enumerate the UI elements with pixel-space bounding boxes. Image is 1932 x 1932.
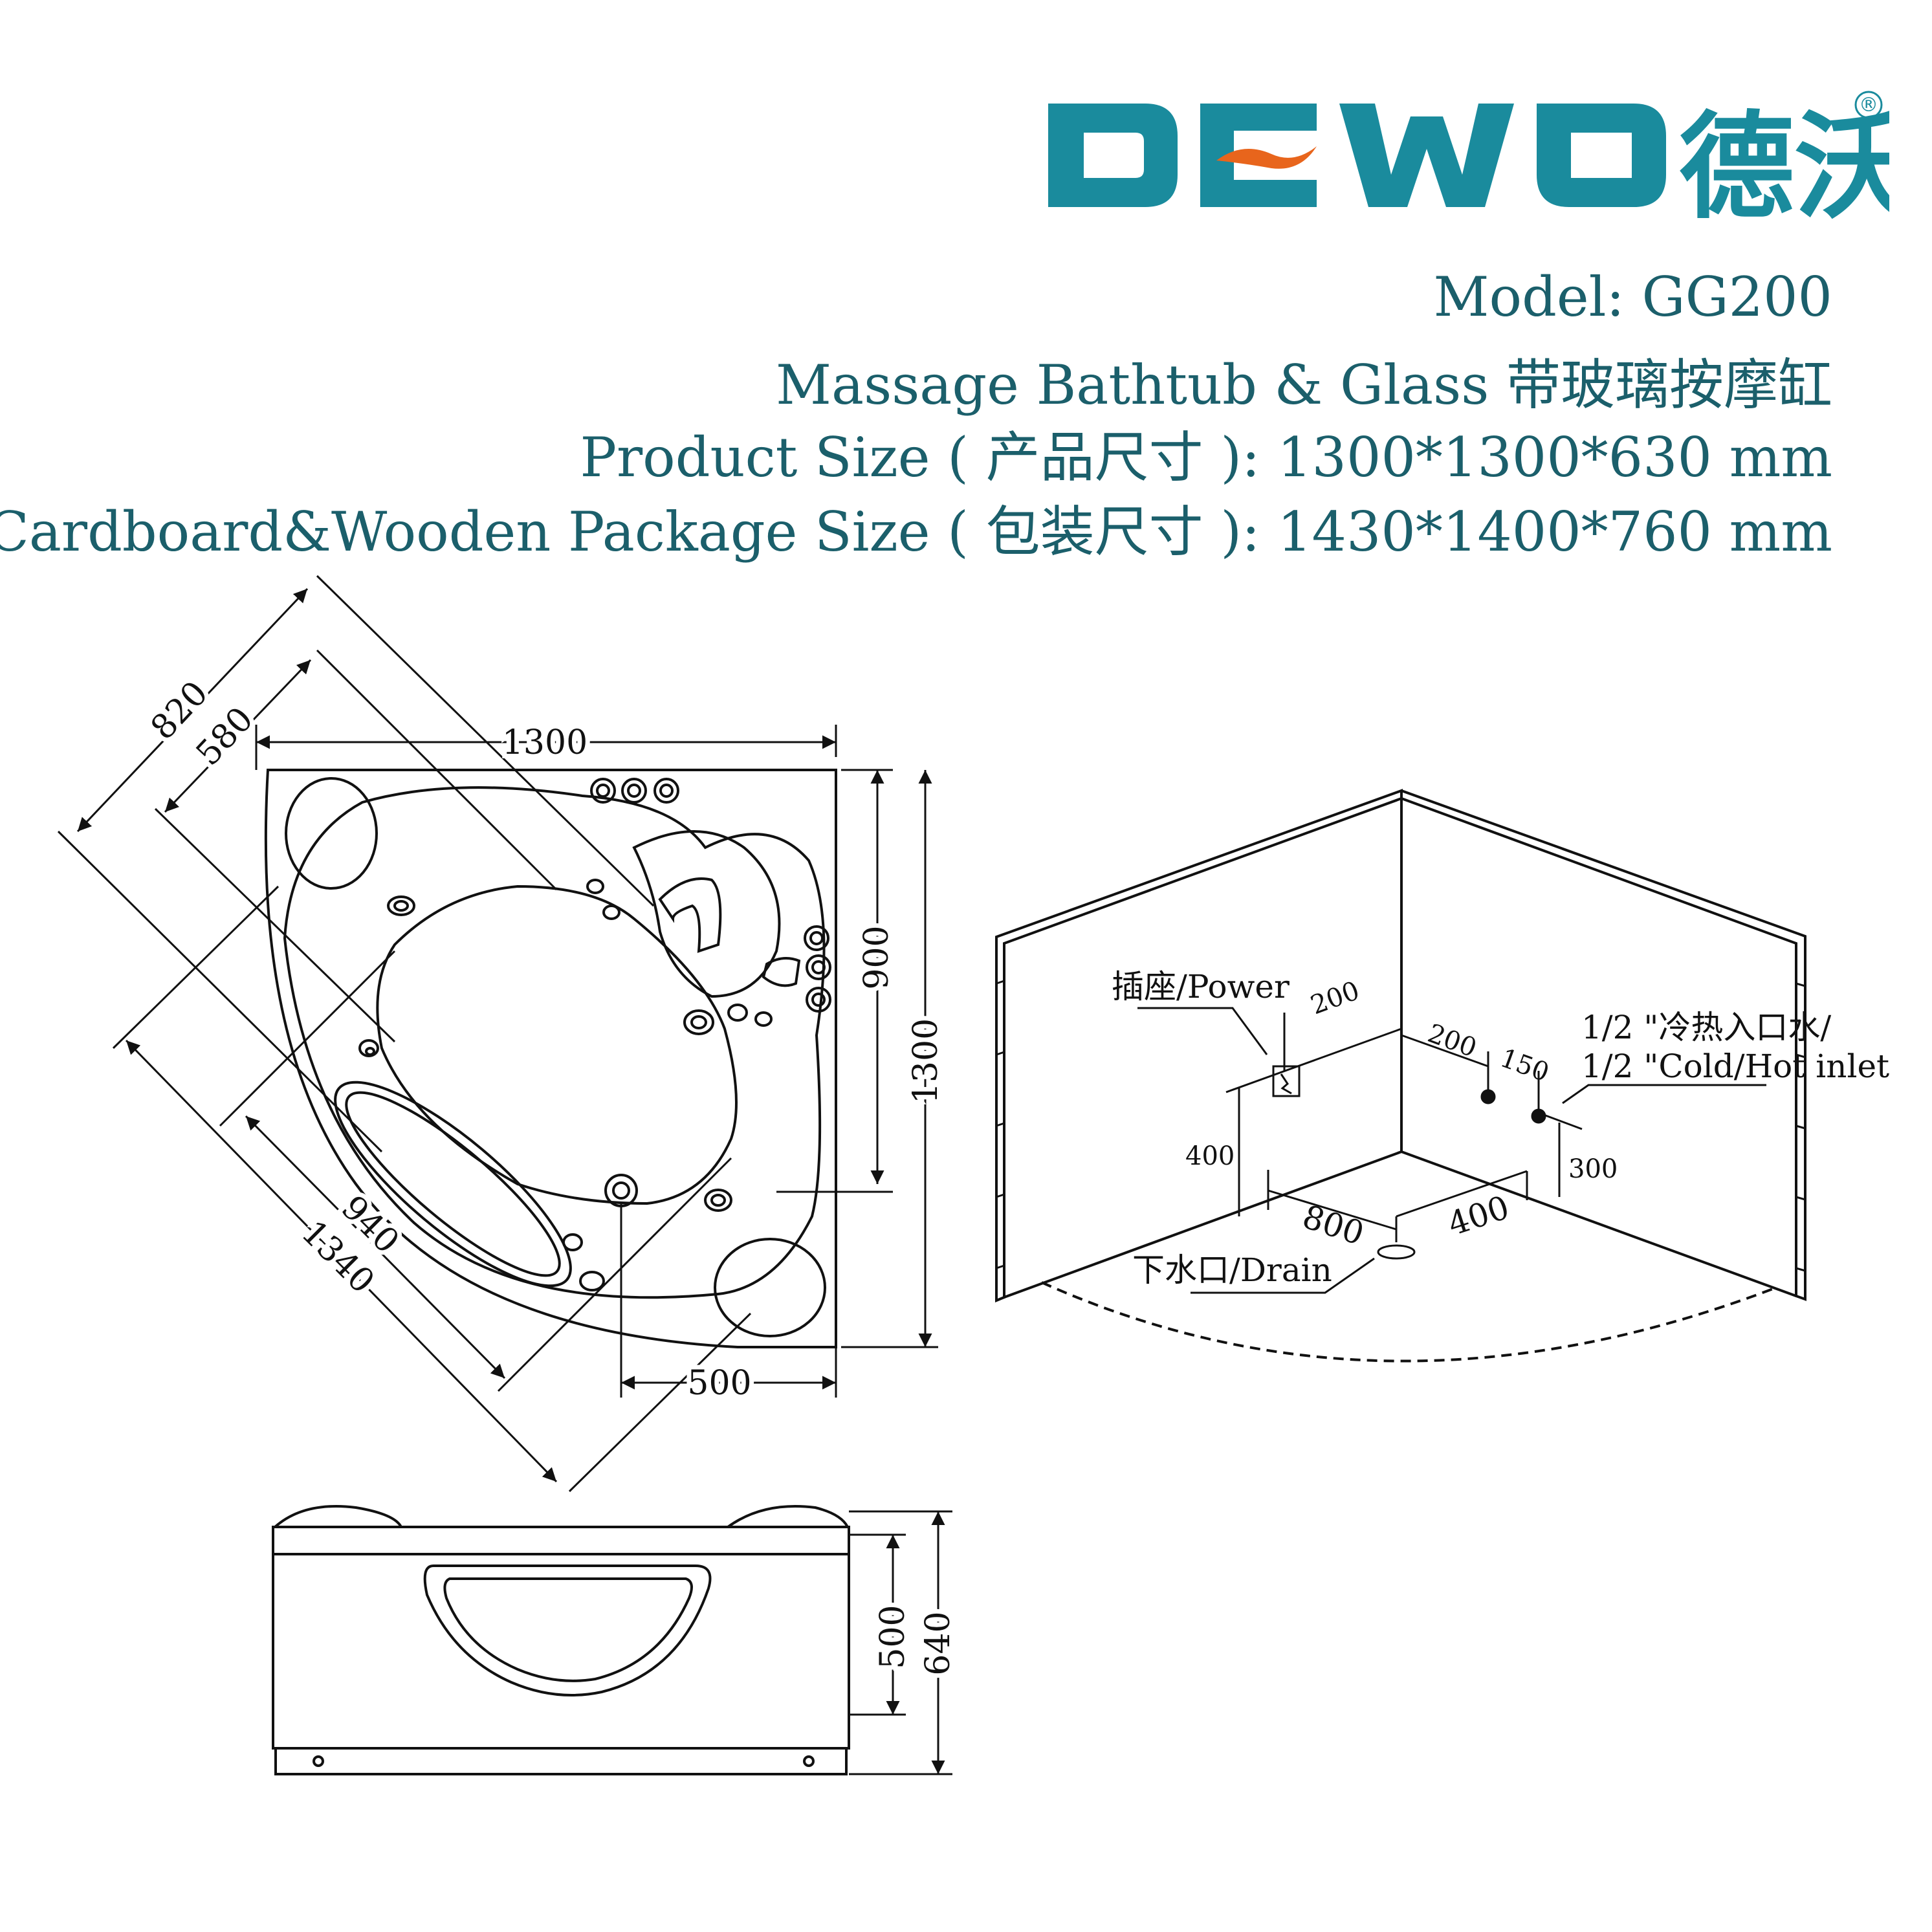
side-pillow-icon	[727, 1505, 849, 1528]
inlet-pipe-icon	[1531, 1108, 1546, 1124]
power-socket-icon	[1272, 1065, 1301, 1097]
pillow-icon	[714, 1238, 826, 1337]
side-base	[274, 1747, 848, 1775]
dim-800: 800	[1298, 1198, 1368, 1253]
side-foot-hole-icon	[803, 1755, 815, 1767]
dim-900: 900	[857, 925, 896, 989]
package-size: Cardboard&Wooden Package Size ( 包装尺寸 ): …	[0, 500, 1832, 564]
side-dim-640: 640	[919, 1611, 958, 1675]
tub-side-bay	[632, 830, 781, 998]
power-label: 插座/Power	[1112, 968, 1290, 1005]
side-foot-hole-icon	[313, 1755, 324, 1767]
model-title: Model: GG200	[1433, 265, 1832, 329]
inlet-label-en: 1/2 "Cold/Hot inlet	[1581, 1048, 1889, 1085]
drain-hole-icon	[1377, 1244, 1416, 1260]
inlet-label-cn: 1/2 "冷热入口水/	[1581, 1009, 1831, 1046]
dim-150: 150	[1497, 1043, 1553, 1088]
spout	[658, 877, 722, 953]
dewo-wordmark-letters	[1048, 104, 1666, 207]
dim-1300-right: 1300	[906, 1018, 945, 1104]
tub-footprint-arc	[1041, 1281, 1773, 1363]
pillow-icon	[285, 777, 378, 890]
inlet-pipe-icon	[1480, 1089, 1496, 1104]
dewo-logo: 德沃 ®	[1048, 91, 1889, 226]
right-wall	[1401, 789, 1806, 1301]
dewo-chinese-name: 德沃	[1679, 100, 1889, 226]
dim-300: 300	[1568, 1154, 1618, 1184]
dim-1300-top: 1300	[502, 723, 587, 762]
dim-200-right: 200	[1424, 1018, 1480, 1063]
product-series: Massage Bathtub & Glass 带玻璃按摩缸	[776, 353, 1832, 417]
side-dim-500: 500	[873, 1605, 912, 1669]
drain-label: 下水口/Drain	[1132, 1251, 1332, 1289]
registered-mark: ®	[1859, 94, 1878, 116]
dewo-swoosh-icon	[1216, 146, 1317, 169]
dim-400-left: 400	[1185, 1141, 1235, 1171]
control-knob-icon	[762, 957, 801, 987]
side-window	[423, 1564, 712, 1696]
product-size: Product Size ( 产品尺寸 ): 1300*1300*630 mm	[580, 426, 1832, 489]
side-pillow-icon	[274, 1505, 402, 1528]
dim-500-bottom: 500	[687, 1364, 751, 1403]
dim-200-wall: 200	[1307, 976, 1363, 1020]
